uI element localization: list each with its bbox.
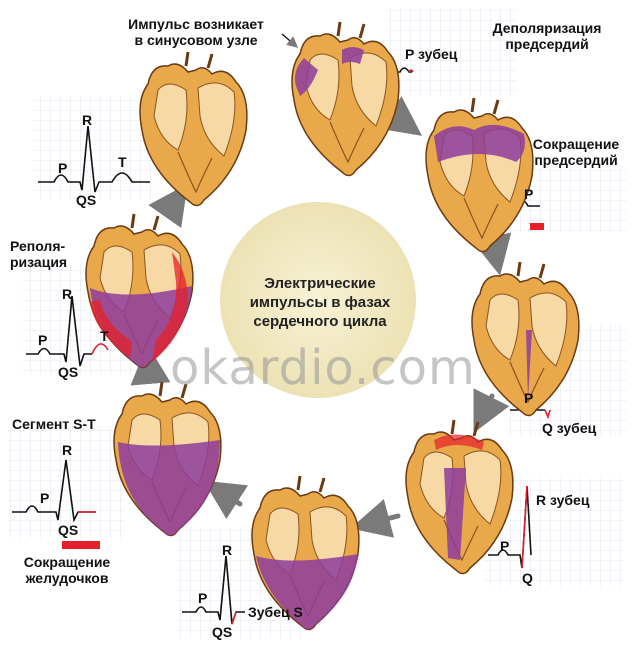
wave-q-zubets: Q зубец xyxy=(542,420,597,436)
arrow-4 xyxy=(350,499,401,538)
heart-1-sinus-node xyxy=(290,20,401,178)
label-repol-line-1: Реполя- xyxy=(10,238,66,254)
label-impulse: Импульс возникает в синусовом узле xyxy=(112,16,280,48)
label-depol-line-1: Деполяризация xyxy=(492,20,602,36)
label-ventricle-line-1: Сокращение xyxy=(23,554,111,570)
wave-p-repol-grid: P xyxy=(38,332,48,348)
wave-r-s-grid: R xyxy=(222,542,233,558)
cycle-arrows xyxy=(130,96,512,538)
wave-t-repol-grid: T xyxy=(100,328,109,344)
ecg-traces xyxy=(12,67,551,625)
center-line-2: импульсы в фазах xyxy=(249,294,391,311)
heart-3-av-node xyxy=(470,260,581,418)
wave-r-repol-grid: R xyxy=(62,286,73,302)
label-ventricle-line-2: желудочков xyxy=(25,570,109,586)
arrow-7 xyxy=(148,183,188,229)
wave-s-zubets: Зубец S xyxy=(248,604,303,620)
heart-2-atria-contraction xyxy=(424,96,535,254)
wave-r-full-grid: R xyxy=(82,112,93,128)
label-impulse-line-1: Импульс возникает xyxy=(128,16,264,32)
wave-qs-full-grid: QS xyxy=(76,192,97,208)
center-title: Электрические импульсы в фазах сердечног… xyxy=(225,274,415,331)
label-repol-line-2: ризация xyxy=(10,254,68,270)
heart-7-repolarization xyxy=(84,212,195,370)
heart-8-full-cycle xyxy=(138,50,249,208)
trace-full xyxy=(38,125,150,193)
wave-qs-s-grid: QS xyxy=(212,624,233,640)
heart-5-s-wave xyxy=(250,474,361,632)
heart-6-st-segment xyxy=(112,380,223,538)
trace-st xyxy=(12,459,96,523)
label-ventricle-contraction: Сокращение желудочков xyxy=(6,554,128,586)
label-st-segment: Сегмент S-T xyxy=(12,416,96,432)
trace-s xyxy=(182,555,245,625)
wave-r-zubets: R зубец xyxy=(536,492,590,508)
trace-r xyxy=(488,485,532,569)
center-line-1: Электрические xyxy=(264,275,376,292)
wave-p-zubets: P зубец xyxy=(405,46,458,62)
wave-t-full-grid: T xyxy=(118,154,127,170)
watermark: okardio.com xyxy=(170,340,476,396)
center-line-3: сердечного цикла xyxy=(253,313,387,330)
wave-p-s-grid: P xyxy=(198,590,208,606)
label-contraction-line-1: Сокращение xyxy=(532,136,620,152)
wave-qs-repol-grid: QS xyxy=(58,364,79,380)
label-depol-atria: Деполяризация предсердий xyxy=(485,20,609,52)
wave-p-st-grid: P xyxy=(40,490,50,506)
arrow-5 xyxy=(203,480,249,520)
arrow-1 xyxy=(377,96,423,136)
wave-p-r-grid: P xyxy=(500,538,510,554)
center-circle xyxy=(220,202,416,398)
wave-r-st-grid: R xyxy=(62,442,73,458)
wave-q-r-grid: Q xyxy=(522,570,533,586)
trace-repol xyxy=(26,295,92,367)
label-impulse-line-2: в синусовом узле xyxy=(134,32,258,48)
wave-qs-st-grid: QS xyxy=(58,522,79,538)
wave-p-full-grid: P xyxy=(58,160,68,176)
label-depol-line-2: предсердий xyxy=(505,36,589,52)
heart-4-q-wave xyxy=(404,418,515,576)
arrow-3 xyxy=(473,388,510,433)
label-contraction-atria: Сокращение предсердий xyxy=(520,136,632,168)
ecg-grid-depol xyxy=(387,8,517,96)
wave-p-q-grid: P xyxy=(524,390,534,406)
label-contraction-line-2: предсердий xyxy=(534,152,618,168)
ecg-grid-st xyxy=(8,428,124,538)
wave-p-contraction: P xyxy=(524,186,534,202)
label-repolarization: Реполя- ризация xyxy=(10,238,67,270)
